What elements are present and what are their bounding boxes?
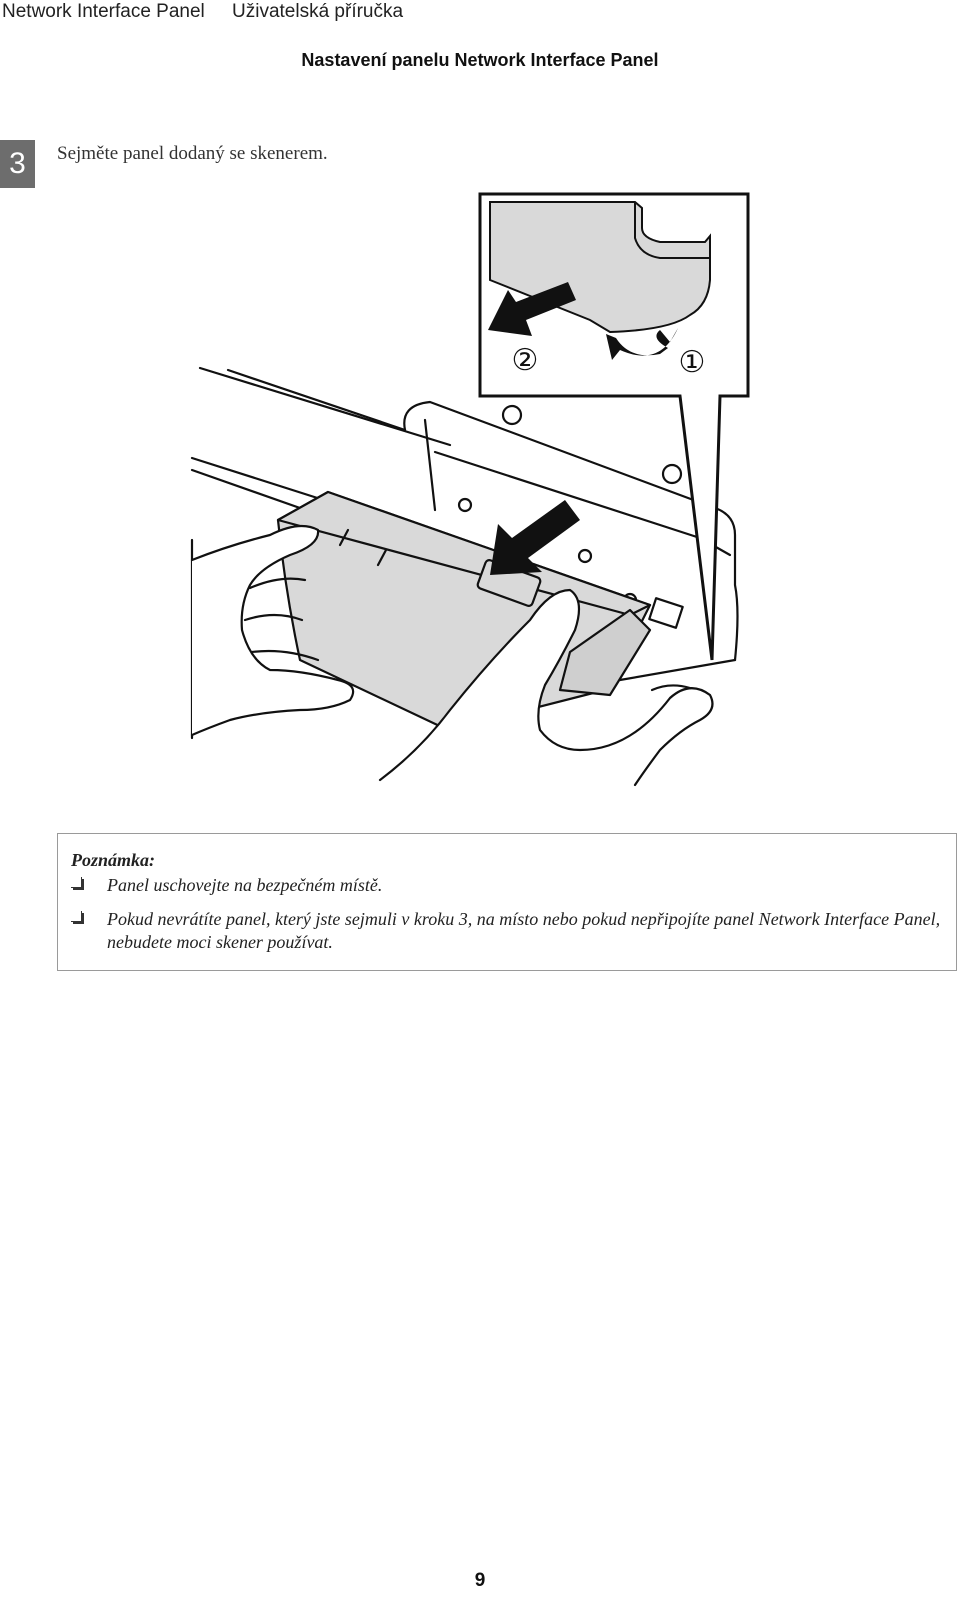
- note-box: Poznámka: Panel uschovejte na bezpečném …: [57, 833, 957, 971]
- connector-port: [648, 597, 684, 629]
- left-hand: [250, 649, 320, 662]
- screw-hole: [457, 497, 473, 513]
- slot-frame: [618, 658, 737, 682]
- callout-detail-drawing: [488, 201, 711, 360]
- screw-hole: [501, 404, 523, 426]
- slot-frame: [423, 418, 437, 512]
- callout-label-1: ①: [679, 345, 706, 380]
- document-subtitle: Uživatelská příručka: [232, 1, 404, 22]
- right-hand: [378, 588, 714, 787]
- left-hand: [190, 524, 355, 737]
- step-instruction: Sejměte panel dodaný se skenerem.: [57, 143, 328, 164]
- step-number-badge: 3: [0, 140, 35, 188]
- note-item-text: Panel uschovejte na bezpečném místě.: [107, 875, 383, 895]
- screw-hole: [661, 463, 683, 485]
- panel-clip: [376, 548, 388, 567]
- section-title: Nastavení panelu Network Interface Panel: [301, 50, 659, 70]
- panel-removal-illustration: ② ①: [190, 192, 750, 787]
- pull-arrow-icon: [488, 282, 576, 336]
- checkbox-bullet-icon: [71, 911, 82, 922]
- panel-end-block: [558, 608, 652, 697]
- screw-hole: [577, 548, 593, 564]
- right-hand: [650, 684, 692, 692]
- removal-arrow-icon: [490, 500, 580, 575]
- scanner-edge-line: [190, 456, 332, 504]
- slot-frame: [403, 400, 739, 662]
- checkbox-bullet-icon: [71, 877, 82, 888]
- note-title: Poznámka:: [71, 850, 156, 870]
- left-hand: [248, 577, 307, 590]
- lift-arrow-icon: [606, 328, 678, 360]
- callout-label-2: ②: [512, 343, 539, 378]
- running-header: Network Interface Panel Uživatelská přír…: [0, 0, 960, 28]
- left-hand: [243, 613, 304, 622]
- page-number: 9: [474, 1570, 486, 1591]
- scanner-edge-line: [226, 368, 407, 432]
- scanner-edge-line: [198, 366, 452, 447]
- note-item-text: Pokud nevrátíte panel, který jste sejmul…: [107, 909, 941, 952]
- slot-frame: [433, 450, 702, 540]
- scanner-edge-line: [190, 468, 302, 510]
- panel-clip: [338, 528, 350, 547]
- document-title: Network Interface Panel: [2, 1, 205, 22]
